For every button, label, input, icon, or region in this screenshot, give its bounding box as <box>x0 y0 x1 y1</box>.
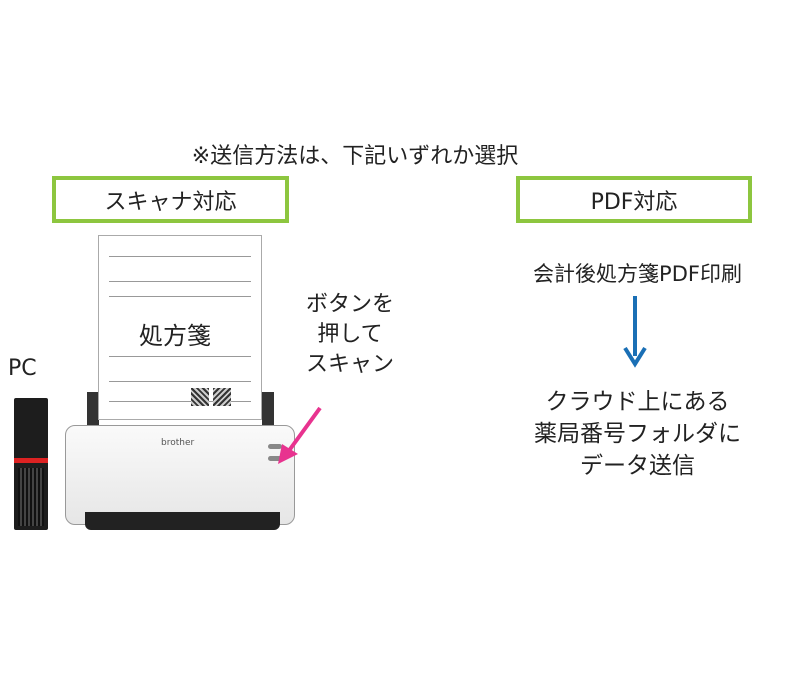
scan-button <box>268 456 282 461</box>
send-line: データ送信 <box>580 453 695 479</box>
qr-code-icon <box>191 388 209 406</box>
pdf-option-title: PDF対応 <box>590 189 678 215</box>
scanner-option-box: スキャナ対応 <box>52 176 289 223</box>
scanner-output-tray <box>85 512 280 530</box>
pc-label: PC <box>8 356 37 381</box>
blue-down-arrow-icon <box>623 296 647 368</box>
prescription-paper: 処方箋 <box>98 235 262 420</box>
instruction-line: スキャン <box>305 352 394 377</box>
pdf-step-print: 会計後処方箋PDF印刷 <box>533 262 742 286</box>
pc-stripe <box>14 458 48 463</box>
pc-tower-icon <box>14 398 48 530</box>
pdf-option-box: PDF対応 <box>516 176 752 223</box>
scanner-brand: brother <box>161 438 195 448</box>
send-line: 薬局番号フォルダに <box>534 421 741 447</box>
selection-heading: ※送信方法は、下記いずれか選択 <box>191 144 519 169</box>
scanner: brother <box>65 425 295 525</box>
scan-instruction: ボタンを 押して スキャン <box>295 290 405 380</box>
scanner-option-title: スキャナ対応 <box>104 189 237 215</box>
scan-button <box>268 444 282 449</box>
pc-vent <box>18 468 44 526</box>
paper-label: 処方箋 <box>139 316 211 351</box>
instruction-line: ボタンを <box>305 292 394 317</box>
qr-code-icon <box>213 388 231 406</box>
pink-arrow-icon <box>278 406 322 464</box>
send-line: クラウド上にある <box>545 389 730 415</box>
instruction-line: 押して <box>317 322 383 347</box>
pdf-step-send: クラウド上にある 薬局番号フォルダに データ送信 <box>500 386 775 482</box>
